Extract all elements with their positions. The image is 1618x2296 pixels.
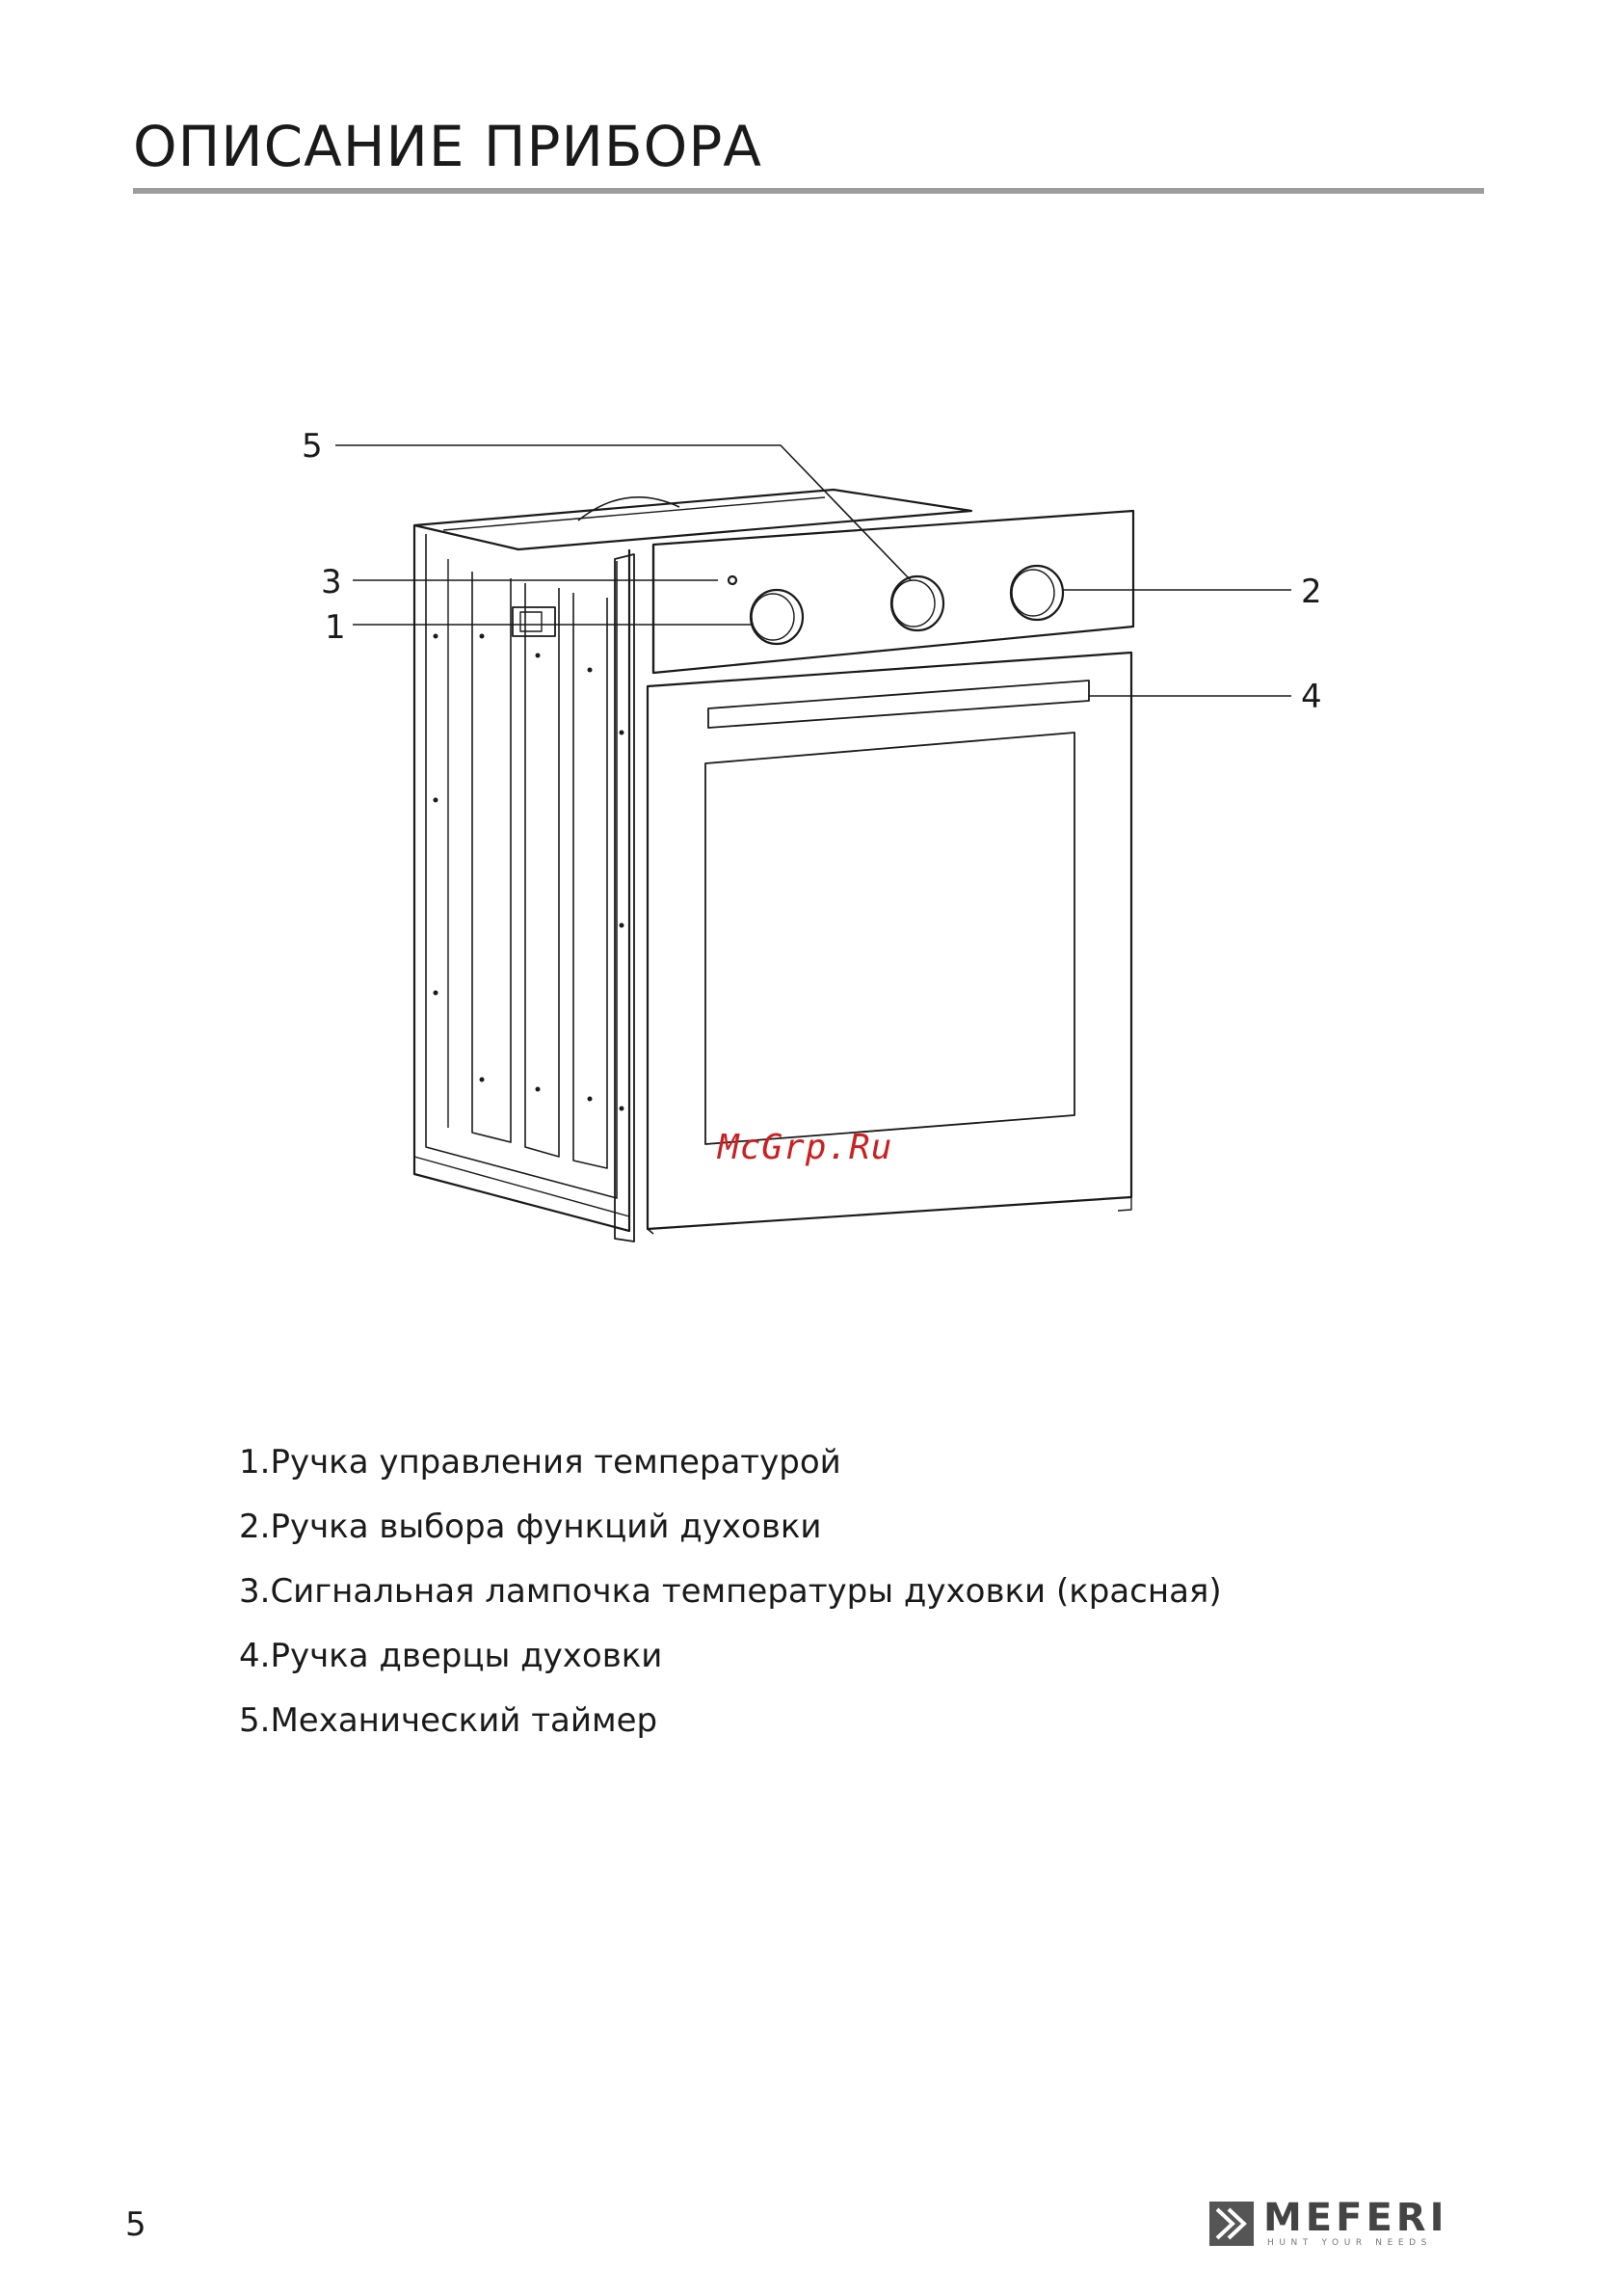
legend-item: 4.Ручка дверцы духовки xyxy=(239,1640,1222,1704)
callout-5: 5 xyxy=(302,427,323,466)
legend-item: 2.Ручка выбора функций духовки xyxy=(239,1510,1222,1575)
brand-logo: MEFERI HUNT YOUR NEEDS xyxy=(1209,2200,1489,2254)
knob-temperature xyxy=(751,590,803,644)
knob-timer xyxy=(891,576,943,630)
oven-top-panel xyxy=(414,490,971,549)
legend-item: 1.Ручка управления температурой xyxy=(239,1446,1222,1510)
brand-name: MEFERI xyxy=(1263,2196,1447,2240)
door-window xyxy=(705,733,1074,1144)
oven-front-frame xyxy=(615,554,634,1241)
watermark: McGrp.Ru xyxy=(718,1128,892,1167)
callout-4: 4 xyxy=(1301,678,1322,716)
legend-item: 5.Механический таймер xyxy=(239,1704,1222,1769)
callout-3: 3 xyxy=(321,563,342,601)
parts-legend: 1.Ручка управления температурой 2.Ручка … xyxy=(239,1446,1222,1769)
door-handle xyxy=(708,681,1089,728)
knob-function xyxy=(1011,566,1063,620)
callout-1: 1 xyxy=(325,608,346,647)
legend-item: 3.Сигнальная лампочка температуры духовк… xyxy=(239,1575,1222,1640)
brand-tagline: HUNT YOUR NEEDS xyxy=(1267,2238,1432,2248)
callout-2: 2 xyxy=(1301,573,1322,611)
meferi-logo-icon xyxy=(1209,2202,1254,2246)
title-divider xyxy=(133,188,1484,194)
page-title: ОПИСАНИЕ ПРИБОРА xyxy=(133,114,762,179)
page-number: 5 xyxy=(125,2205,146,2244)
indicator-lamp xyxy=(729,576,736,584)
